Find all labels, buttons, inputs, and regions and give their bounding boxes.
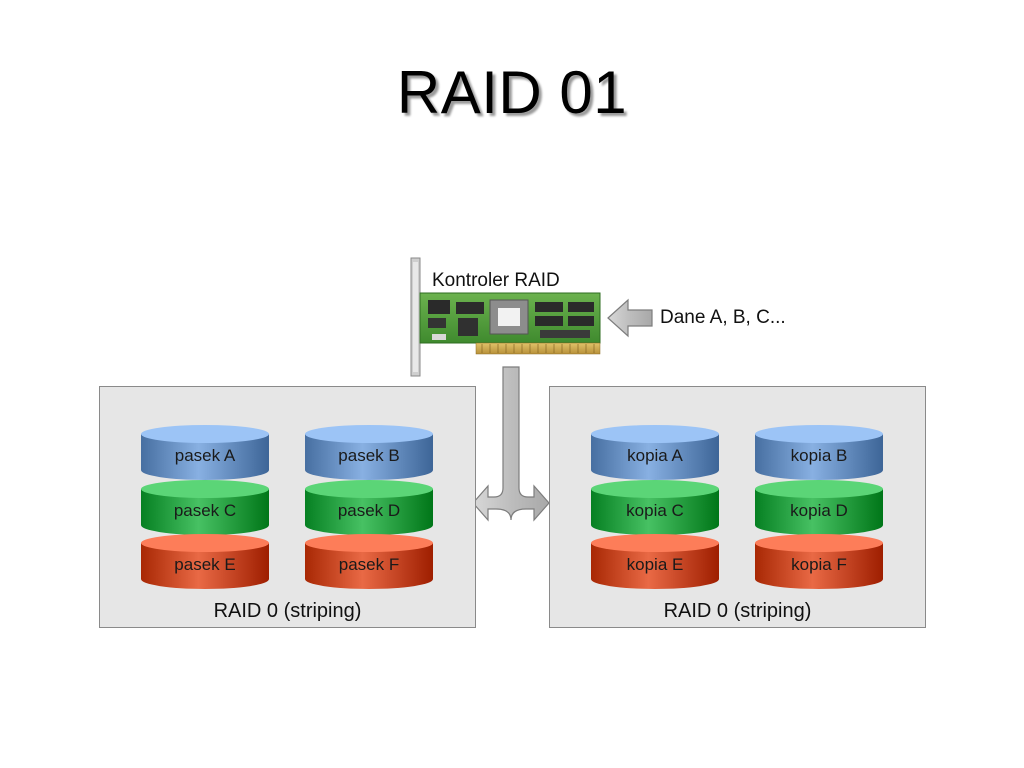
disk-label: pasek E [174, 555, 236, 574]
disk-label: kopia A [627, 446, 683, 465]
disk-label: pasek D [337, 501, 401, 520]
split-arrow-icon [472, 366, 550, 522]
disk-cylinder: kopia B [754, 424, 884, 480]
disk-cylinder: kopia A [590, 424, 720, 480]
data-input-arrow-icon [607, 298, 653, 338]
disk-cylinder: pasek B [304, 424, 434, 480]
disk-label: pasek A [174, 446, 236, 465]
disk-label: kopia F [791, 555, 847, 574]
disk-label: pasek F [338, 555, 400, 574]
right-array-caption: RAID 0 (striping) [663, 600, 812, 622]
disk-cylinder: kopia C [590, 479, 720, 535]
disk-cylinder: pasek C [140, 479, 270, 535]
controller-label: Kontroler RAID [432, 270, 560, 291]
disk-label: pasek B [338, 446, 400, 465]
disk-cylinder: kopia E [590, 533, 720, 589]
left-array-caption: RAID 0 (striping) [213, 600, 362, 622]
disk-label: kopia C [626, 501, 684, 520]
slide-title: RAID 01 [396, 59, 628, 126]
disk-cylinder: pasek D [304, 479, 434, 535]
data-input-label: Dane A, B, C... [660, 307, 786, 328]
disk-cylinder: pasek F [304, 533, 434, 589]
disk-cylinder: pasek E [140, 533, 270, 589]
disk-label: pasek C [173, 501, 237, 520]
disk-label: kopia E [626, 555, 684, 574]
disk-cylinder: pasek A [140, 424, 270, 480]
disk-label: kopia B [790, 446, 848, 465]
disk-label: kopia D [790, 501, 848, 520]
raid-controller-card-icon [410, 257, 601, 377]
disk-cylinder: kopia F [754, 533, 884, 589]
disk-cylinder: kopia D [754, 479, 884, 535]
